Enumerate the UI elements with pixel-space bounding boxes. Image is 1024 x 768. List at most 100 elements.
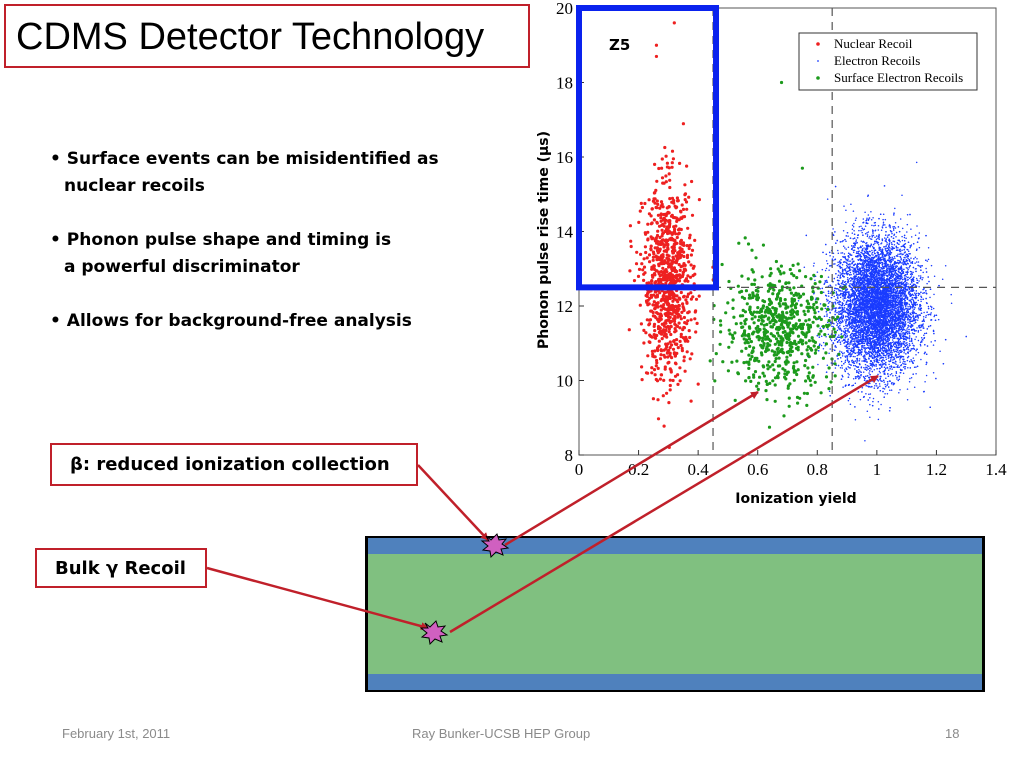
data-point <box>894 366 896 369</box>
data-point <box>930 264 933 267</box>
data-point <box>852 364 855 367</box>
data-point <box>838 294 840 297</box>
data-point <box>897 307 899 310</box>
data-point <box>856 273 858 276</box>
data-point <box>874 230 876 232</box>
data-point <box>851 352 853 355</box>
data-point <box>837 297 839 300</box>
data-point <box>846 368 848 371</box>
data-point <box>841 367 844 369</box>
data-point <box>925 316 927 319</box>
data-point <box>854 355 856 358</box>
data-point <box>920 298 922 301</box>
data-point <box>879 248 882 251</box>
data-point <box>822 341 825 344</box>
data-point <box>897 351 900 353</box>
data-point <box>879 385 881 387</box>
data-point <box>886 243 888 246</box>
data-point <box>893 255 896 258</box>
data-point <box>903 351 905 354</box>
bullet-text-line1: Phonon pulse shape and timing is <box>66 230 392 250</box>
data-point <box>869 268 871 270</box>
data-point <box>867 214 870 216</box>
data-point <box>852 249 855 252</box>
data-point <box>894 257 896 260</box>
bullet-text-line2: a powerful discriminator <box>64 257 300 277</box>
data-point <box>910 337 913 340</box>
data-point <box>889 226 891 229</box>
data-point <box>886 353 888 355</box>
data-point <box>864 440 866 442</box>
data-point <box>913 322 915 325</box>
data-point <box>854 418 857 421</box>
data-point <box>903 286 905 289</box>
data-point <box>899 278 902 280</box>
data-point <box>850 364 852 366</box>
data-point <box>915 336 917 338</box>
data-point <box>910 228 912 230</box>
data-point <box>901 249 903 251</box>
data-point <box>872 217 874 219</box>
data-point <box>858 250 860 252</box>
data-point <box>853 230 855 232</box>
data-point <box>803 266 806 269</box>
data-point <box>915 277 918 280</box>
data-point <box>885 354 887 357</box>
data-point <box>884 383 886 386</box>
data-point <box>853 360 855 362</box>
data-point <box>882 224 884 227</box>
data-point <box>826 313 828 315</box>
data-point <box>839 296 842 299</box>
data-point <box>845 209 847 211</box>
data-point <box>909 270 912 273</box>
data-point <box>904 243 907 245</box>
data-point <box>882 257 885 260</box>
data-point <box>892 259 894 261</box>
data-point <box>870 356 872 358</box>
data-point <box>865 314 867 316</box>
data-point <box>829 348 831 350</box>
data-point <box>908 303 911 306</box>
data-point <box>866 217 868 220</box>
data-point <box>903 278 905 280</box>
data-point <box>844 334 847 337</box>
data-point <box>870 257 873 259</box>
data-point <box>854 364 857 367</box>
data-point <box>876 387 879 390</box>
data-point <box>880 250 882 253</box>
data-point <box>828 269 830 271</box>
data-point <box>877 380 880 382</box>
data-point <box>849 403 852 406</box>
data-point <box>842 230 845 232</box>
data-point <box>870 210 872 213</box>
data-point <box>883 388 886 390</box>
data-point <box>861 245 864 247</box>
data-point <box>836 301 839 304</box>
data-point <box>888 363 890 366</box>
data-point <box>897 364 899 367</box>
data-point <box>900 324 902 326</box>
data-point <box>839 343 842 345</box>
data-point <box>848 374 850 376</box>
data-point <box>882 221 885 223</box>
data-point <box>909 283 912 285</box>
bullet-item: • Surface events can be misidentified as… <box>50 146 480 200</box>
data-point <box>895 372 898 375</box>
data-point <box>909 276 912 279</box>
data-point <box>869 416 871 419</box>
data-point <box>872 234 875 237</box>
data-point <box>844 319 846 321</box>
data-point <box>813 262 815 264</box>
data-point <box>824 307 827 310</box>
data-point <box>827 295 830 297</box>
data-point <box>898 366 901 368</box>
bullet-text-line2: nuclear recoils <box>64 176 205 196</box>
data-point <box>875 385 878 387</box>
data-point <box>881 258 883 261</box>
data-point <box>907 278 909 281</box>
data-point <box>899 388 901 391</box>
data-point <box>915 292 918 295</box>
data-point <box>894 362 896 364</box>
data-point <box>821 268 824 271</box>
data-point <box>901 277 903 279</box>
